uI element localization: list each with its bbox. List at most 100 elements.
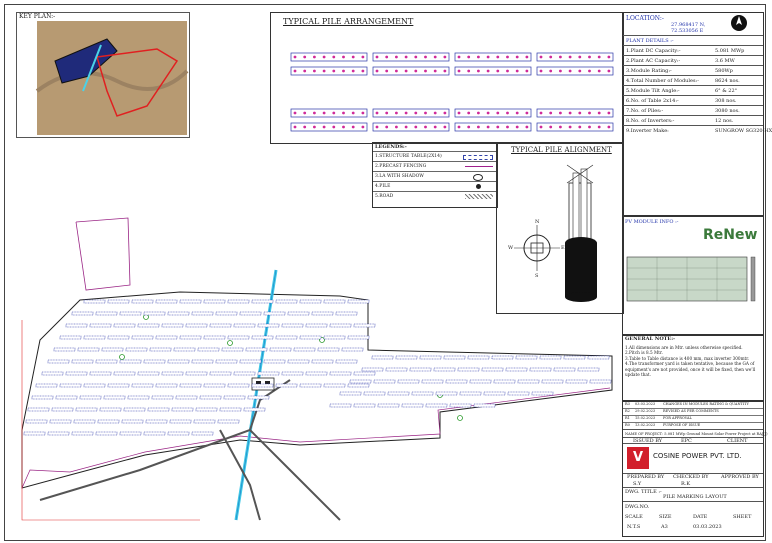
pile-table [454,66,532,76]
general-note-line: 4.The transformer yard is taken tentativ… [625,361,756,377]
pile-marker [322,111,326,115]
legend-table: LEGENDS:- 1.STRUCTURE TABLE(2X14) 2.PREC… [372,142,498,208]
pile-marker [607,125,611,129]
structure-table [25,419,48,424]
structure-table [435,391,458,396]
structure-table [335,359,358,364]
pile-marker [313,125,316,129]
revision-date: 13.02.2023 [635,423,656,427]
pile-table [454,122,532,132]
structure-table [191,311,214,316]
plant-detail-row: 3.Module Rating:-580Wp [623,65,763,76]
structure-table [95,431,118,436]
structure-table [243,407,266,412]
pile-marker [568,69,572,73]
sheet-label: SHEET [733,514,752,520]
epc-label: EPC [681,438,692,444]
key-plan-satellite-image [35,21,189,135]
pile-table [536,66,614,76]
pile-marker [496,125,500,129]
pile-marker [496,111,500,115]
structure-table [23,431,46,436]
pile-table [536,52,614,62]
pile-marker [424,125,427,129]
pile-marker [588,125,591,129]
legend-label: 4.PILE [375,184,391,189]
pile-marker [607,55,611,59]
plant-detail-key: 6.No. of Table 2x14:- [626,98,679,104]
la-marker [119,354,125,360]
plant-detail-row: 5.Module Tilt Angle:-6° & 22° [623,85,763,96]
size-label: SIZE [659,514,672,520]
revision-id: R2 [625,409,630,413]
pile-marker [293,125,297,129]
structure-table [251,299,274,304]
pile-marker [395,111,398,115]
structure-table [311,359,334,364]
structure-table [311,311,334,316]
structure-table [565,379,588,384]
plant-detail-key: 1.Plant DC Capacity:- [626,48,681,54]
structure-table [287,311,310,316]
pile-marker [351,55,355,59]
pile-marker [395,55,398,59]
structure-table [119,311,142,316]
legend-row: 3.LA WITH SHADOW [373,171,497,181]
pile-marker [313,111,316,115]
pile-marker [506,69,509,73]
pile-marker [424,55,427,59]
legend-row: 5.ROAD [373,191,497,201]
approved-by-label: APPROVED BY [721,474,759,480]
structure-table [71,431,94,436]
pile-marker [486,55,490,59]
structure-table [411,391,434,396]
key-plan: KEY PLAN:- [16,12,190,138]
structure-table [577,367,600,372]
date-value: 03.03.2023 [693,524,722,530]
pile-marker [443,125,447,129]
pile-marker [443,55,447,59]
plant-detail-key: 8.No. of Inverters:- [626,118,675,124]
pile-marker [342,55,345,59]
pile-marker [515,125,519,129]
structure-table [473,403,496,408]
pile-marker [457,125,461,129]
pile-marker [433,111,437,115]
plant-detail-value: SUNGROW SG320-HX [715,128,772,134]
pile-marker [303,69,307,73]
structure-table [83,335,106,340]
structure-table [35,383,58,388]
structure-table [89,323,112,328]
structure-table [131,335,154,340]
pile-marker [525,125,529,129]
structure-table [191,431,214,436]
structure-table [275,299,298,304]
pile-marker [477,111,480,115]
structure-table [83,383,106,388]
structure-table [323,335,346,340]
renew-logo: ReNew [703,227,758,243]
pile-marker [322,55,326,59]
structure-table [185,323,208,328]
structure-table [217,419,240,424]
la-marker [319,337,325,343]
size-value: A3 [661,524,668,530]
pile-marker [549,111,553,115]
structure-table [179,383,202,388]
pile-marker [351,125,355,129]
pile-marker [486,111,490,115]
structure-table [47,359,70,364]
legend-label: 2.PRECAST FENCING [375,164,427,169]
plant-detail-value: 5.081 MWp [715,48,745,54]
pile-marker [549,125,553,129]
pile-marker [496,69,500,73]
structure-table [589,379,612,384]
structure-table [151,395,174,400]
scale-value: N.T.S [627,524,641,530]
pile-marker [332,111,336,115]
pile-marker [467,125,471,129]
compass-cross [566,164,594,184]
pile-marker [443,69,447,73]
